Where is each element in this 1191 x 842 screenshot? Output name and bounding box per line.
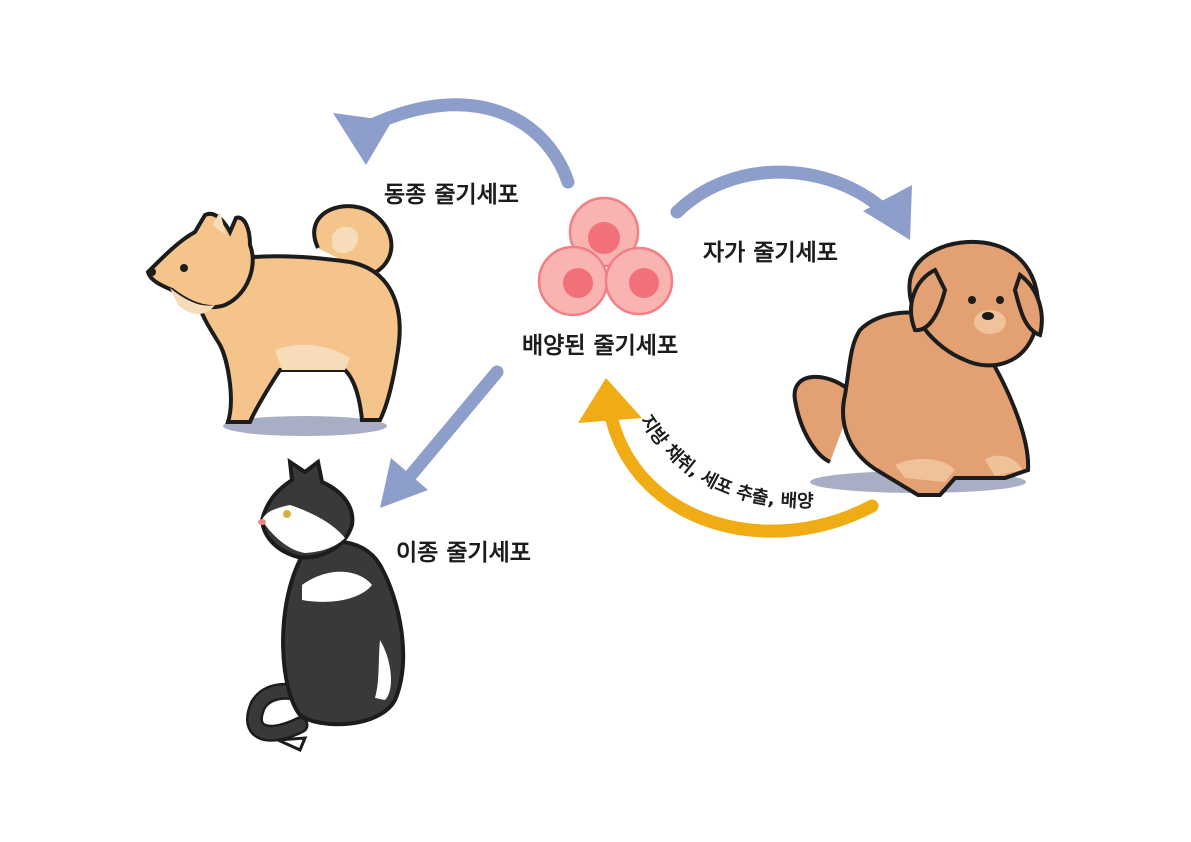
xenogeneic-label: 이종 줄기세포 (396, 540, 531, 566)
xenogeneic-arrow (380, 365, 504, 508)
shiba-dog-icon (145, 204, 402, 436)
allogeneic-arrow (333, 98, 575, 189)
cat-icon (246, 457, 406, 753)
cultured-cells-label: 배양된 줄기세포 (522, 333, 679, 359)
autologous-label: 자가 줄기세포 (703, 240, 838, 266)
stem-cells-icon (537, 196, 674, 317)
sitting-dog-icon (792, 239, 1044, 497)
allogeneic-label: 동종 줄기세포 (384, 182, 519, 208)
autologous-arrow (670, 165, 912, 240)
process-arrow (578, 378, 879, 538)
